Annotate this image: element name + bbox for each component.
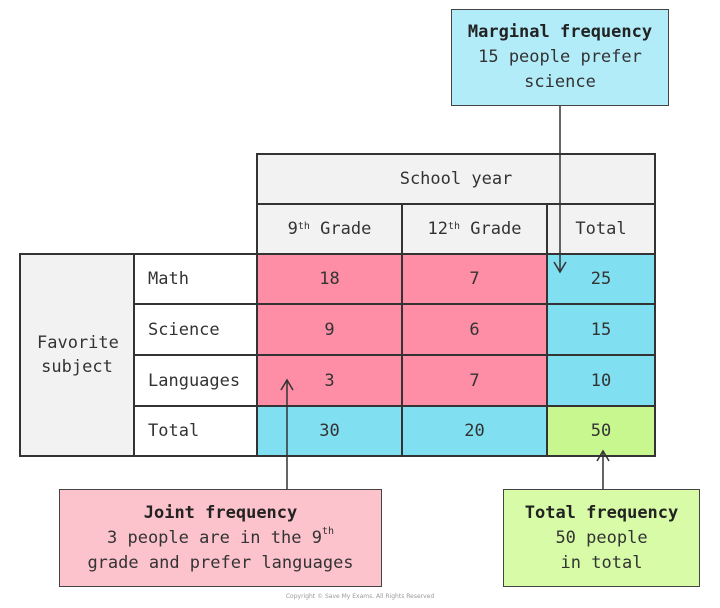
- joint-arrowhead: [280, 378, 294, 391]
- cell-science-12th: 6: [402, 304, 547, 355]
- marginal-arrowhead: [553, 261, 567, 274]
- favorite-subject-label: Favorite subject: [20, 254, 134, 456]
- copyright-notice: Copyright © Save My Exams. All Rights Re…: [285, 593, 435, 600]
- total-arrowhead: [596, 449, 610, 462]
- row-label-languages: Languages: [148, 370, 241, 391]
- cell-languages-12th: 7: [402, 355, 547, 406]
- joint-callout-line1: 3 people are in the 9th: [107, 525, 334, 548]
- row-label-science: Science: [148, 319, 220, 340]
- cell-science-total: 15: [547, 304, 655, 355]
- school-year-header: School year: [257, 154, 655, 204]
- total-callout-title: Total frequency: [524, 502, 679, 523]
- marginal-callout-line2: science: [524, 72, 596, 92]
- total-callout-line2: in total: [560, 552, 643, 573]
- cell-languages-9th: 3: [257, 355, 402, 406]
- cell-science-9th: 9: [257, 304, 402, 355]
- row-label-total: Total: [148, 421, 200, 441]
- joint-frequency-callout: Joint frequency 3 people are in the 9th …: [59, 489, 382, 587]
- total-frequency-callout: Total frequency 50 people in total: [503, 489, 700, 587]
- row-label-math: Math: [148, 269, 189, 289]
- cell-grand-total: 50: [547, 406, 655, 456]
- cell-math-12th: 7: [402, 254, 547, 304]
- cell-languages-total: 10: [547, 355, 655, 406]
- marginal-callout-line1: 15 people prefer: [478, 47, 642, 67]
- joint-callout-line2: grade and prefer languages: [87, 552, 354, 573]
- joint-callout-title: Joint frequency: [143, 502, 298, 523]
- callout-arrows: [280, 106, 610, 489]
- cell-total-12th: 20: [402, 406, 547, 456]
- marginal-frequency-callout: Marginal frequency 15 people prefer scie…: [451, 9, 669, 106]
- cell-math-9th: 18: [257, 254, 402, 304]
- table-grid-lines: [19, 153, 656, 457]
- col-header-total: Total: [547, 204, 655, 254]
- marginal-callout-title: Marginal frequency: [467, 22, 653, 42]
- total-callout-line1: 50 people: [555, 527, 648, 548]
- cell-total-9th: 30: [257, 406, 402, 456]
